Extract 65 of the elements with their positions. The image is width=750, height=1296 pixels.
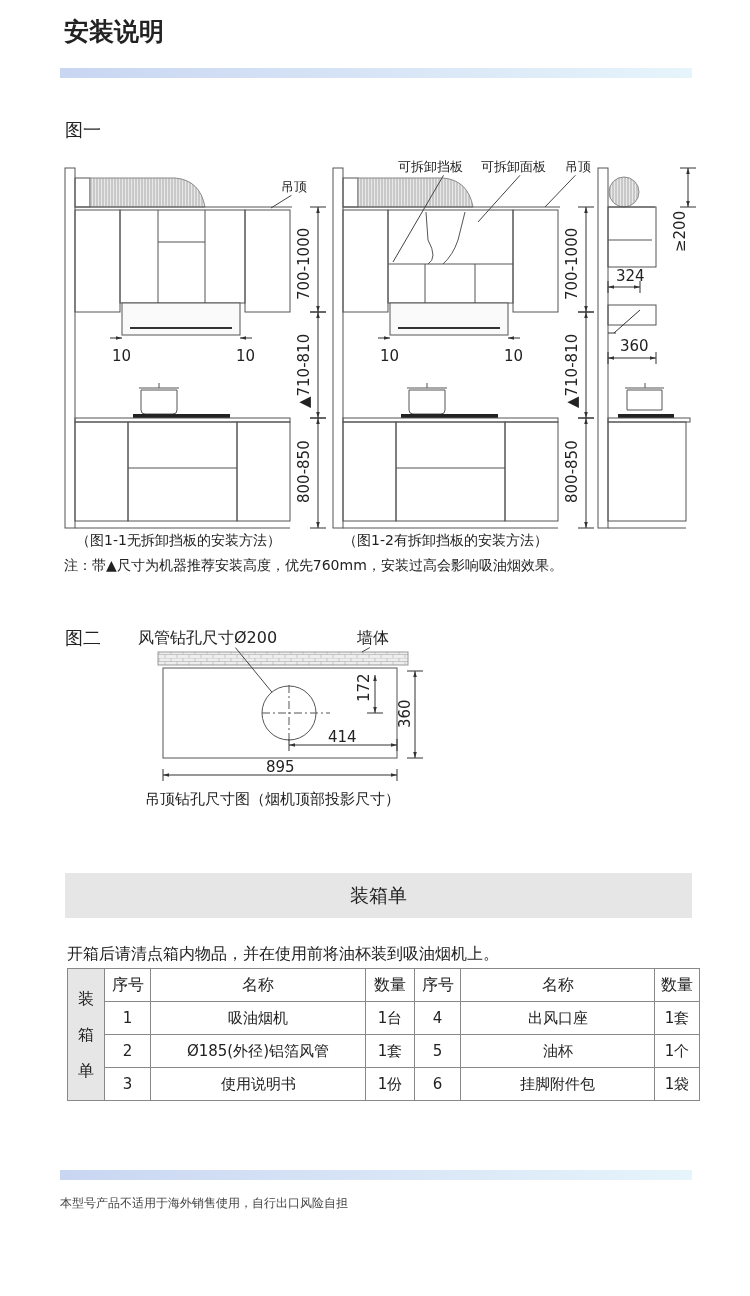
leader-line [477,174,521,223]
figure-caption: （图1-2有拆卸挡板的安装方法） [343,533,548,549]
callout-label: 吊顶 [565,160,591,175]
dimension-text: 324 [616,268,645,285]
leader-line [270,194,292,209]
dimension-text: 10 [380,348,400,365]
brick-wall [157,651,409,666]
dimension-text: 700-1000 [564,227,581,300]
dimension-text: 172 [356,673,373,702]
table-cell: 3 [104,1067,151,1101]
leader-line [544,174,576,208]
duct-hole-circle [261,685,317,741]
instruction-text: 开箱后请清点箱内物品，并在使用前将油杯装到吸油烟机上。 [67,945,499,963]
callout-label: 吊顶 [281,180,307,195]
table-cell: 油杯 [460,1034,655,1068]
callout-label: 可拆卸面板 [481,160,546,175]
callout-label: 风管钻孔尺寸Ø200 [138,629,278,647]
table-cell: 1个 [654,1034,700,1068]
dimension-text: 800-850 [564,440,581,503]
leader-line [234,647,273,693]
table-cell: 挂脚附件包 [460,1067,655,1101]
dimension-text: 895 [266,759,295,776]
callout-label: 墙体 [357,629,389,647]
table-cell: 1套 [654,1001,700,1035]
table-cell: 2 [104,1034,151,1068]
dimension-text: 10 [504,348,524,365]
dimension-text: ≥200 [672,210,689,252]
footer-note: 本型号产品不适用于海外销售使用，自行出口风险自担 [60,1197,348,1211]
dimension-text: ▲710-810 [564,333,581,408]
figure-label: 图二 [65,628,101,648]
table-cell: 使用说明书 [150,1067,366,1101]
header-cell: 数量 [365,968,415,1002]
figure-caption: 吊顶钻孔尺寸图（烟机顶部投影尺寸） [145,791,400,808]
table-cell: 1份 [365,1067,415,1101]
dimension-text: 10 [112,348,132,365]
figure-label: 图一 [65,120,101,140]
dimension-text: 10 [236,348,256,365]
dimension-text: 800-850 [296,440,313,503]
table-cell: 1袋 [654,1067,700,1101]
table-cell: Ø185(外径)铝箔风管 [150,1034,366,1068]
dimension-text: ▲710-810 [296,333,313,408]
row-header-cell: 装箱单 [67,968,105,1101]
table-cell: 吸油烟机 [150,1001,366,1035]
dimension-text: 700-1000 [296,227,313,300]
table-cell: 1套 [365,1034,415,1068]
leader-line [361,647,371,653]
header-cell: 名称 [460,968,655,1002]
figure-caption: （图1-1无拆卸挡板的安装方法） [76,533,281,549]
header-cell: 序号 [104,968,151,1002]
header-cell: 序号 [414,968,461,1002]
table-cell: 出风口座 [460,1001,655,1035]
dimension-text: 360 [620,338,649,355]
dimension-text: 414 [328,729,357,746]
page-title: 安装说明 [64,18,164,46]
table-cell: 6 [414,1067,461,1101]
section-heading: 装箱单 [350,882,407,908]
table-cell: 5 [414,1034,461,1068]
table-cell: 1 [104,1001,151,1035]
dimension-text: 360 [397,699,414,728]
header-cell: 名称 [150,968,366,1002]
callout-label: 可拆卸挡板 [398,160,463,175]
header-cell: 数量 [654,968,700,1002]
table-cell: 1台 [365,1001,415,1035]
table-cell: 4 [414,1001,461,1035]
note-text: 注：带▲尺寸为机器推荐安装高度，优先760mm，安装过高会影响吸油烟效果。 [64,558,563,574]
